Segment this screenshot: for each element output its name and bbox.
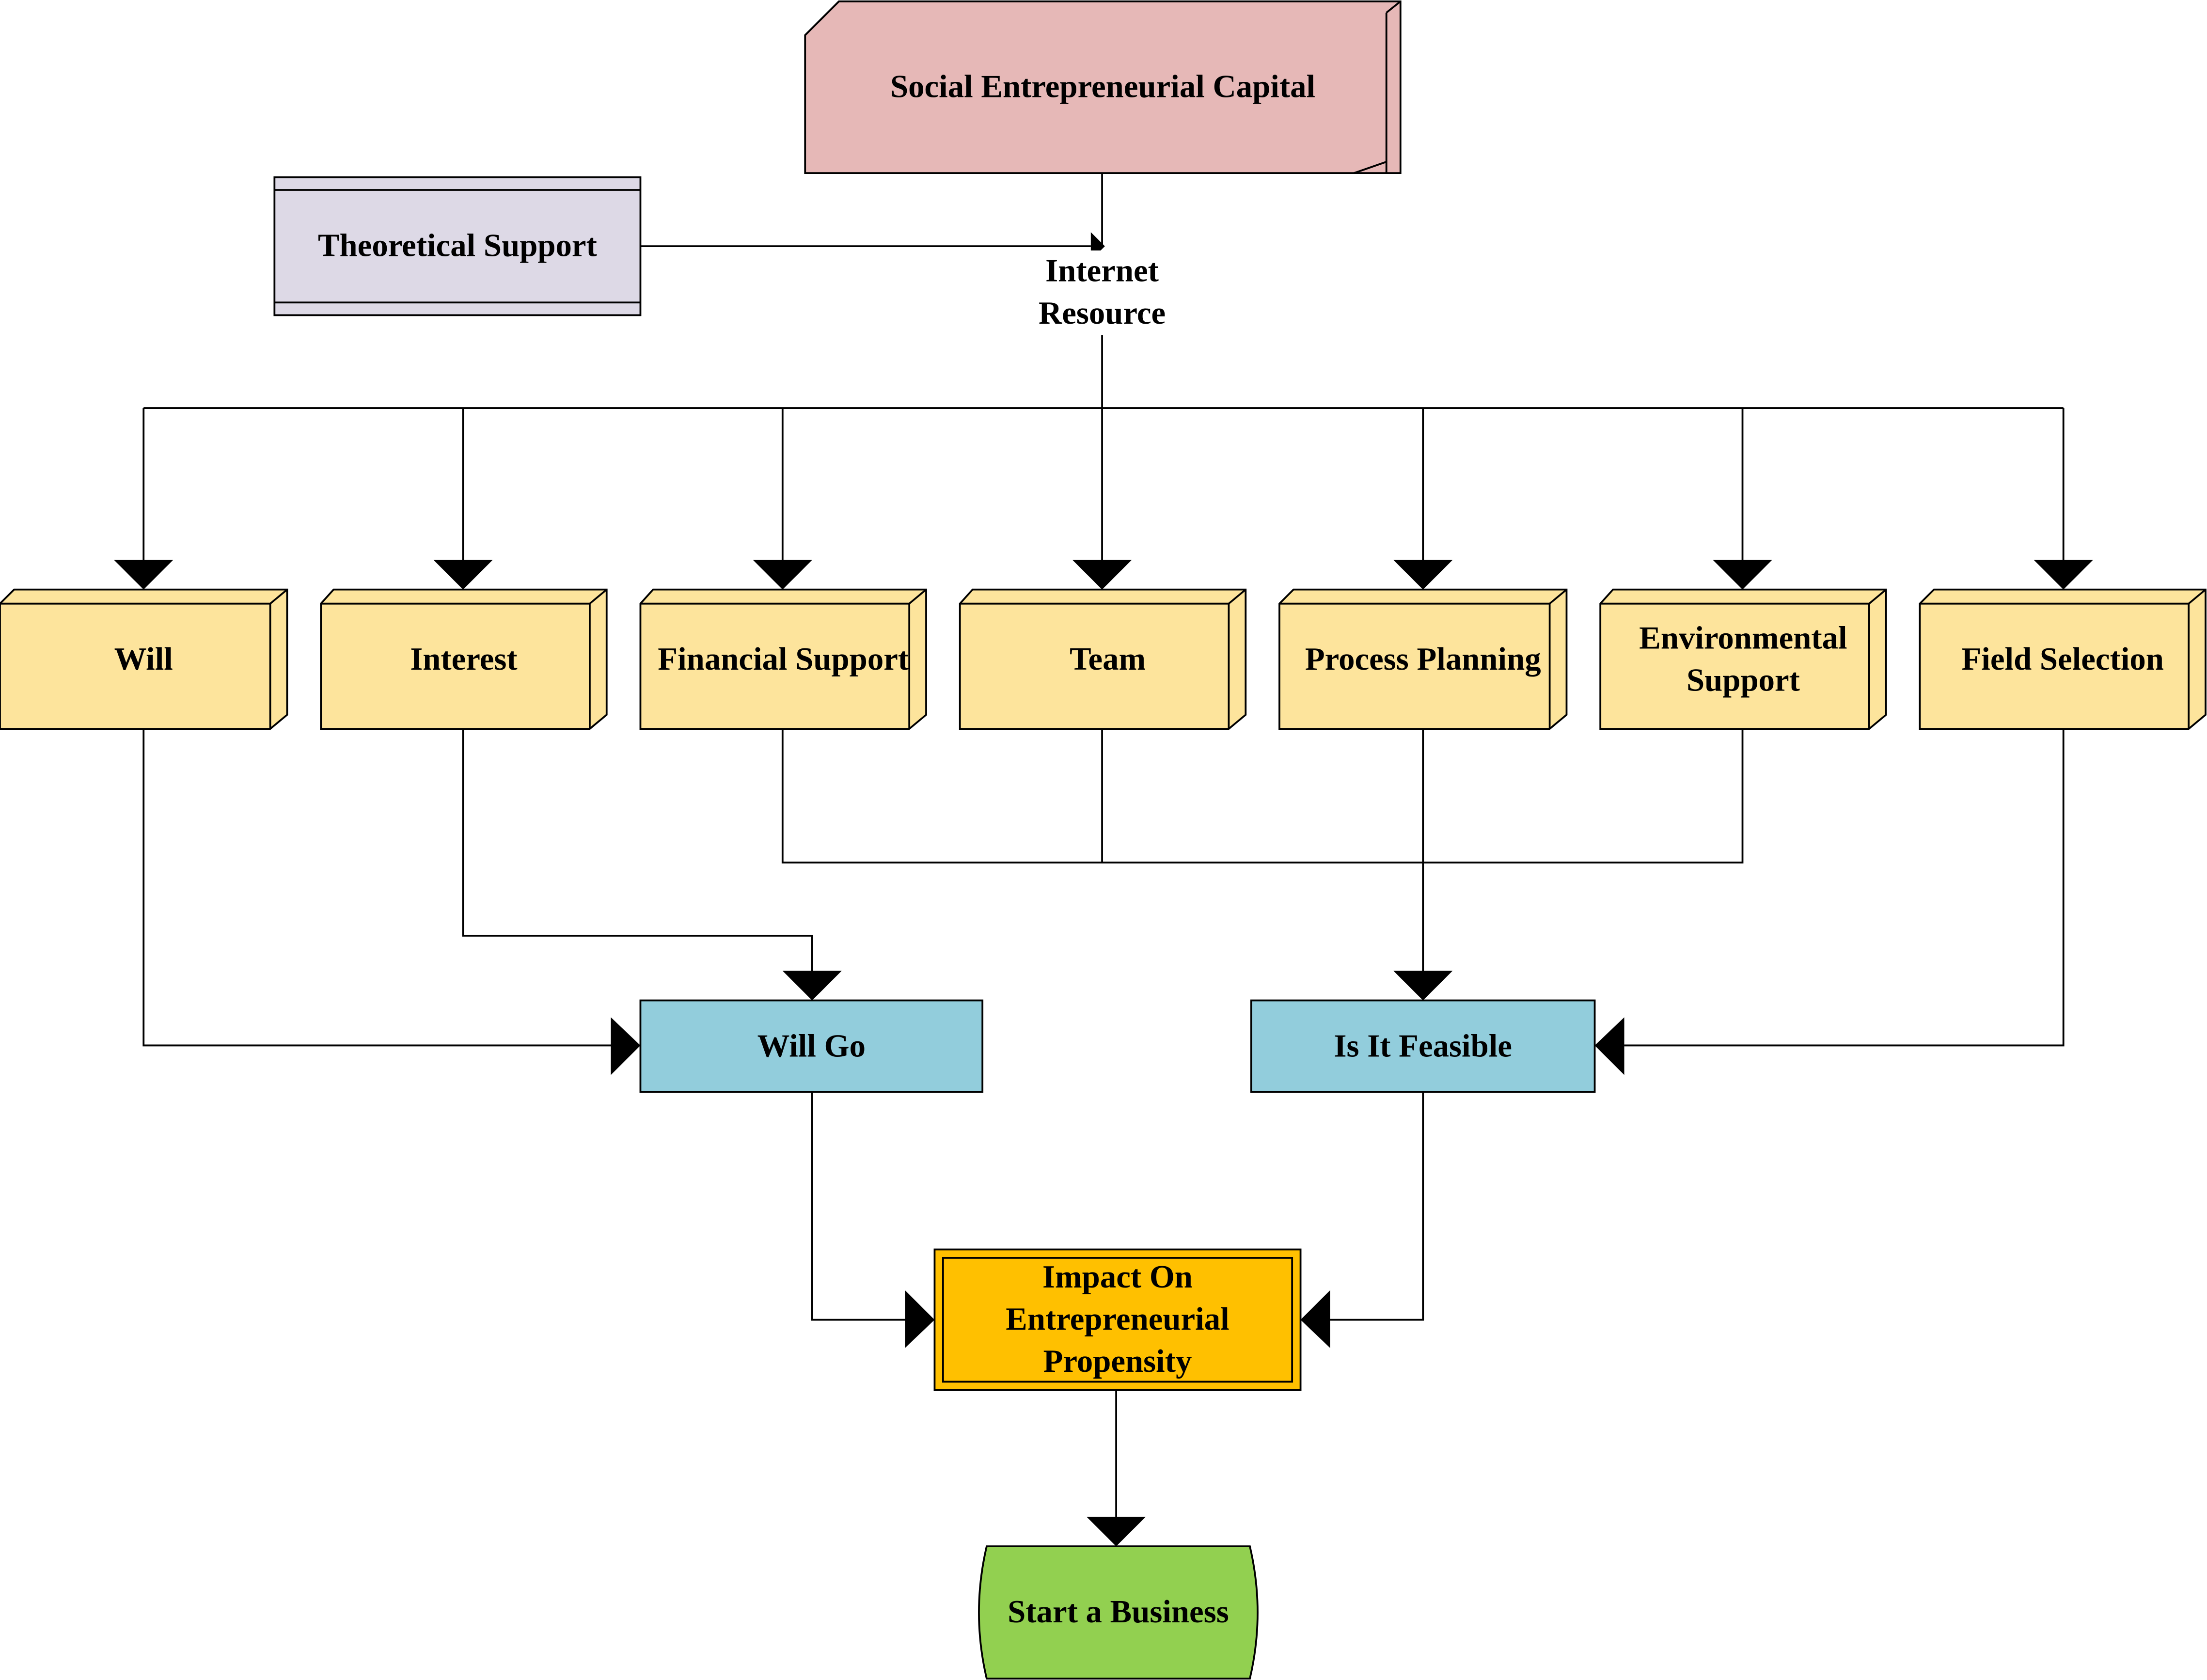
- interest-label: Interest: [321, 604, 607, 715]
- environmental-support-node: [1599, 588, 1887, 730]
- team-text: Team: [1070, 641, 1146, 676]
- arrow-right-willgo: [611, 1017, 641, 1075]
- start-business-text: Start a Business: [1008, 1594, 1229, 1630]
- financial-support-node: [639, 588, 927, 730]
- arrow-down-feasible: [1393, 971, 1453, 1001]
- line-feasible-to-impact: [1330, 1092, 1424, 1321]
- is-it-feasible-label: Is It Feasible: [1251, 1001, 1595, 1092]
- impact-node: [933, 1248, 1302, 1391]
- will-go-text: Will Go: [757, 1028, 866, 1063]
- arrow-left-impact: [1300, 1290, 1330, 1348]
- impact-label: Impact On Entrepreneurial Propensity: [934, 1249, 1300, 1390]
- is-it-feasible-text: Is It Feasible: [1334, 1028, 1512, 1063]
- arrow-down-start: [1087, 1517, 1146, 1547]
- arrow-down-interest: [433, 560, 493, 590]
- arrow-down-environmental: [1713, 560, 1772, 590]
- line-interest-to-willgo: [462, 729, 813, 971]
- arrow-right-impact: [905, 1290, 935, 1348]
- line-field-to-feasible: [1624, 729, 2065, 1047]
- arrow-down-willgo: [782, 971, 842, 1001]
- line-group-to-feasible: [781, 729, 1744, 971]
- interest-text: Interest: [410, 641, 518, 676]
- internet-resource-label: Internet Resource: [985, 250, 1219, 335]
- theoretical-support-text: Theoretical Support: [317, 228, 597, 263]
- theoretical-support-node: [273, 176, 642, 316]
- start-business-node: [978, 1545, 1259, 1680]
- arrow-down-financial: [753, 560, 812, 590]
- arrow-down-team: [1072, 560, 1132, 590]
- financial-support-label: Financial Support: [640, 604, 926, 715]
- line-willgo-to-impact: [811, 1092, 905, 1321]
- interest-node: [320, 588, 608, 730]
- will-go-node: [639, 999, 984, 1093]
- theoretical-support-label: Theoretical Support: [274, 204, 640, 288]
- arrowheads: [114, 232, 2093, 1547]
- environmental-support-label: Environmental Support: [1600, 604, 1886, 715]
- field-selection-label: Field Selection: [1920, 604, 2206, 715]
- will-go-label: Will Go: [640, 1001, 982, 1092]
- internet-resource-text-line1: Internet: [1045, 253, 1159, 289]
- field-selection-node: [1919, 588, 2207, 730]
- social-capital-label: Social Entrepreneurial Capital: [805, 42, 1401, 132]
- will-node: [0, 588, 288, 730]
- is-it-feasible-node: [1250, 999, 1596, 1093]
- social-capital-node: [804, 0, 1402, 174]
- will-label: Will: [0, 604, 287, 715]
- start-business-label: Start a Business: [971, 1546, 1265, 1679]
- arrow-down-will: [114, 560, 173, 590]
- team-node: [959, 588, 1247, 730]
- financial-support-text: Financial Support: [658, 641, 909, 676]
- process-planning-node: [1278, 588, 1568, 730]
- internet-resource-text-line2: Resource: [1038, 295, 1166, 331]
- environmental-support-text-line1: Environmental: [1639, 620, 1847, 655]
- process-planning-label: Process Planning: [1279, 604, 1566, 715]
- distribution-drop-lines: [142, 408, 2065, 563]
- process-planning-text: Process Planning: [1305, 641, 1541, 676]
- connector-lines: [142, 173, 2065, 1517]
- line-will-to-willgo: [142, 729, 611, 1047]
- social-capital-text: Social Entrepreneurial Capital: [890, 69, 1316, 104]
- decision-boxes: [639, 999, 1596, 1093]
- impact-text-line3: Propensity: [1043, 1344, 1192, 1379]
- arrow-left-feasible: [1594, 1017, 1624, 1075]
- field-selection-text: Field Selection: [1961, 641, 2164, 676]
- environmental-support-text-line2: Support: [1686, 662, 1800, 697]
- arrow-down-process: [1393, 560, 1453, 590]
- team-label: Team: [960, 604, 1256, 715]
- arrow-down-field: [2034, 560, 2093, 590]
- impact-text-line2: Entrepreneurial: [1006, 1301, 1230, 1337]
- impact-text-line1: Impact On: [1042, 1259, 1193, 1295]
- factor-boxes: [0, 588, 2207, 730]
- will-text: Will: [114, 641, 173, 676]
